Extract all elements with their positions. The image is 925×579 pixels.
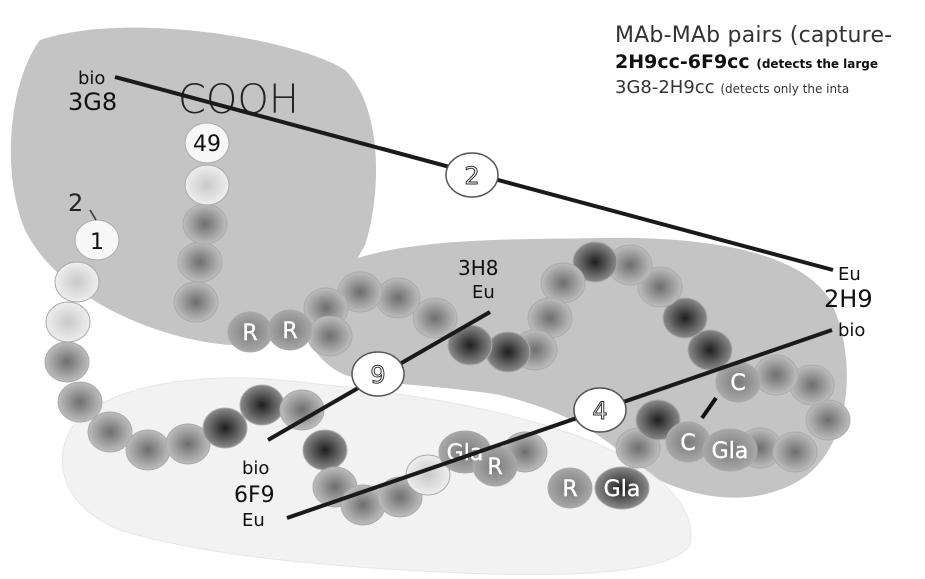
residue xyxy=(202,407,248,449)
residue xyxy=(540,262,586,304)
antibody-labels: bio 3G8 Eu 2H9 bio 3H8 Eu bio 6F9 Eu xyxy=(68,68,873,531)
residue-number-49 xyxy=(184,122,230,164)
residue xyxy=(307,315,353,357)
legend-pair-2-name: 3G8-2H9cc xyxy=(615,77,715,98)
residue xyxy=(44,341,90,383)
residue xyxy=(412,297,458,339)
arginine-residue xyxy=(267,309,313,351)
n-terminus-label: 2 xyxy=(68,189,83,217)
residue-letter: R xyxy=(242,321,257,346)
mab-pair-line-4 xyxy=(286,328,833,520)
label-3g8: 3G8 xyxy=(68,88,117,116)
label-6f9: 6F9 xyxy=(234,483,275,508)
residue xyxy=(87,411,133,453)
residue xyxy=(485,331,531,373)
residue xyxy=(74,219,120,261)
residue xyxy=(57,381,103,423)
residue-letter: R xyxy=(487,455,502,480)
residue xyxy=(662,297,708,339)
residue xyxy=(177,241,223,283)
epitope-marker-9 xyxy=(351,351,405,397)
residue-letter: R xyxy=(562,477,577,502)
residue xyxy=(805,399,851,441)
gla-residue xyxy=(594,466,650,510)
epitope-marker-4 xyxy=(573,387,627,433)
label-bio-6f9: bio xyxy=(242,458,269,479)
label-2h9: 2H9 xyxy=(824,285,873,313)
residue-letter: C xyxy=(680,431,695,456)
legend-pair-1: 2H9cc-6F9cc (detects the large xyxy=(615,50,925,76)
legend-title: MAb-MAb pairs (capture- xyxy=(615,23,893,48)
legend-pair-1-name: 2H9cc-6F9cc xyxy=(615,51,750,73)
residue xyxy=(239,384,285,426)
residue-letter: Gla xyxy=(712,439,749,464)
residue-number-49-label: 49 xyxy=(193,132,221,157)
residue-letter: Gla xyxy=(604,477,641,502)
residue xyxy=(165,423,211,465)
residue xyxy=(54,261,100,303)
epitope-number-2: 2 xyxy=(464,162,479,190)
residue xyxy=(772,431,818,473)
residue xyxy=(635,399,681,441)
label-eu-6f9: Eu xyxy=(242,510,265,531)
label-eu-2h9: Eu xyxy=(838,264,861,285)
epitope-number-4: 4 xyxy=(592,397,607,425)
epitope-marker-2 xyxy=(445,152,499,198)
residue-letter: R xyxy=(282,319,297,344)
legend: MAb-MAb pairs (capture- 2H9cc-6F9cc (det… xyxy=(615,22,925,101)
residue-letter: C xyxy=(730,371,745,396)
residue xyxy=(45,301,91,343)
disulfide-bond xyxy=(700,396,718,420)
nh-subscript: 2 xyxy=(68,189,83,217)
residue xyxy=(184,164,230,206)
legend-pair-2: 3G8-2H9cc (detects only the inta xyxy=(615,76,925,101)
residue xyxy=(637,266,683,308)
arginine-residue xyxy=(547,467,593,509)
n-terminus-connector xyxy=(89,209,97,221)
legend-pair-2-note: (detects only the inta xyxy=(720,82,850,96)
residue xyxy=(182,203,228,245)
label-eu-3h8: Eu xyxy=(472,282,495,303)
residue xyxy=(302,429,348,471)
residue xyxy=(572,241,618,283)
residue-chain xyxy=(44,122,851,526)
gla-residue xyxy=(702,428,758,472)
residue xyxy=(173,281,219,323)
label-bio-2h9: bio xyxy=(838,320,865,341)
label-3h8: 3H8 xyxy=(458,256,499,280)
label-bio-3g8: bio xyxy=(78,68,105,89)
epitope-number-9: 9 xyxy=(370,361,385,389)
residue-number-1-label: 1 xyxy=(90,230,104,255)
residue xyxy=(753,354,799,396)
residue xyxy=(125,429,171,471)
residue xyxy=(375,277,421,319)
legend-pair-1-note: (detects the large xyxy=(756,57,879,71)
